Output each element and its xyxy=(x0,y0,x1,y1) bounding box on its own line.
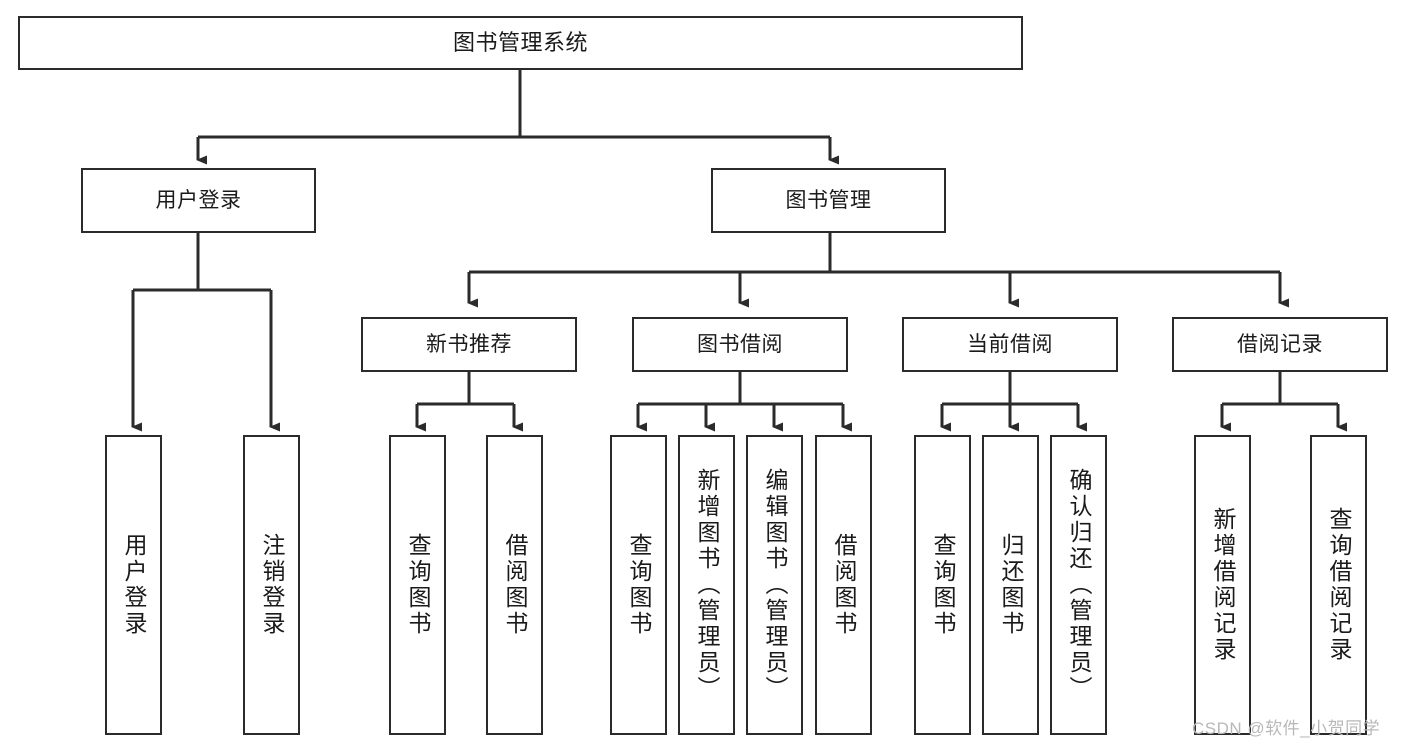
csdn-watermark: CSDN @软件_小贺同学 xyxy=(1192,719,1381,738)
node-root-label: 图书管理系统 xyxy=(452,29,588,55)
node-current-borrow-label: 当前借阅 xyxy=(967,332,1053,356)
node-book-borrow[interactable]: 图书借阅 xyxy=(632,317,848,372)
node-book-management-label: 图书管理 xyxy=(785,188,872,212)
node-new-book-recommend-label: 新书推荐 xyxy=(426,332,512,356)
node-user-login[interactable]: 用户登录 xyxy=(81,168,316,233)
leaf-query-book-1[interactable]: 查询图书 xyxy=(389,435,446,735)
leaf-confirm-return[interactable]: 确认归还（管理员） xyxy=(1050,435,1107,735)
leaf-user-login-label: 用户登录 xyxy=(121,533,147,637)
leaf-borrow-book-1[interactable]: 借阅图书 xyxy=(486,435,543,735)
leaf-add-book[interactable]: 新增图书（管理员） xyxy=(678,435,735,735)
leaf-confirm-return-label: 确认归还（管理员） xyxy=(1066,468,1092,702)
leaf-borrow-book-1-label: 借阅图书 xyxy=(502,533,528,637)
node-current-borrow[interactable]: 当前借阅 xyxy=(902,317,1118,372)
node-borrow-record-label: 借阅记录 xyxy=(1237,332,1323,356)
leaf-add-record-label: 新增借阅记录 xyxy=(1210,507,1236,663)
node-book-borrow-label: 图书借阅 xyxy=(697,332,783,356)
leaf-query-book-3-label: 查询图书 xyxy=(930,533,956,637)
leaf-user-login[interactable]: 用户登录 xyxy=(105,435,162,735)
node-user-login-label: 用户登录 xyxy=(155,188,242,212)
node-root[interactable]: 图书管理系统 xyxy=(18,16,1023,70)
leaf-add-book-label: 新增图书（管理员） xyxy=(694,468,720,702)
leaf-query-record-label: 查询借阅记录 xyxy=(1326,507,1352,663)
leaf-edit-book-label: 编辑图书（管理员） xyxy=(762,468,788,702)
leaf-logout-label: 注销登录 xyxy=(259,533,285,637)
leaf-query-book-2[interactable]: 查询图书 xyxy=(610,435,667,735)
leaf-add-record[interactable]: 新增借阅记录 xyxy=(1194,435,1251,735)
node-new-book-recommend[interactable]: 新书推荐 xyxy=(361,317,577,372)
leaf-query-book-3[interactable]: 查询图书 xyxy=(914,435,971,735)
leaf-return-book[interactable]: 归还图书 xyxy=(982,435,1039,735)
leaf-return-book-label: 归还图书 xyxy=(998,533,1024,637)
leaf-borrow-book-2[interactable]: 借阅图书 xyxy=(815,435,872,735)
leaf-logout[interactable]: 注销登录 xyxy=(243,435,300,735)
leaf-borrow-book-2-label: 借阅图书 xyxy=(831,533,857,637)
node-book-management[interactable]: 图书管理 xyxy=(711,168,946,233)
node-borrow-record[interactable]: 借阅记录 xyxy=(1172,317,1388,372)
leaf-query-book-1-label: 查询图书 xyxy=(405,533,431,637)
leaf-query-book-2-label: 查询图书 xyxy=(626,533,652,637)
leaf-query-record[interactable]: 查询借阅记录 xyxy=(1310,435,1367,735)
leaf-edit-book[interactable]: 编辑图书（管理员） xyxy=(746,435,803,735)
